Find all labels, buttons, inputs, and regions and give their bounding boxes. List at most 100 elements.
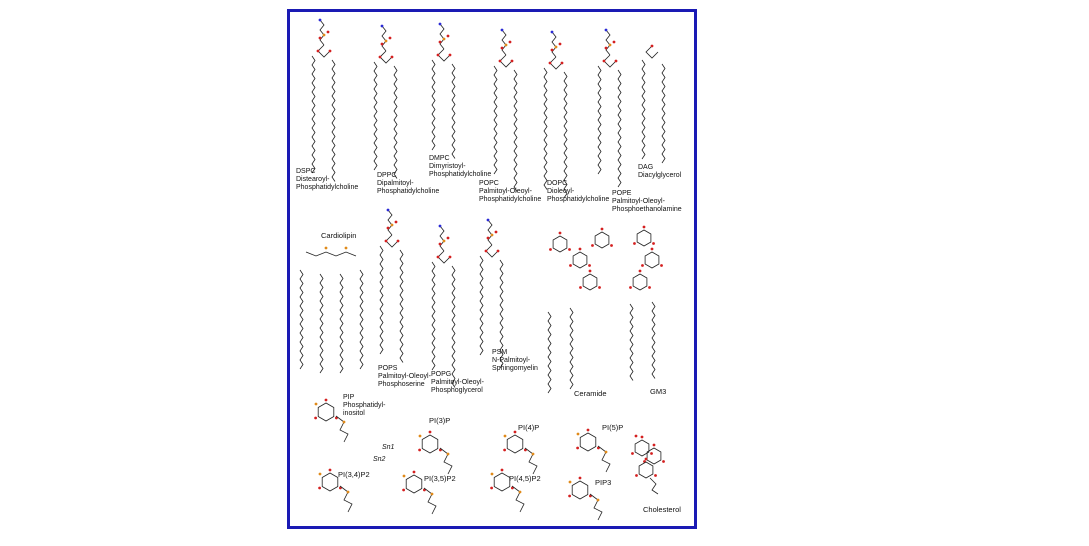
oxygen-atom xyxy=(549,248,552,251)
dmpc-chain-2 xyxy=(451,63,456,159)
headgroup-bonds xyxy=(381,25,387,52)
sterol-ring-c xyxy=(638,461,654,479)
dspc-chain-2 xyxy=(331,59,336,182)
oxygen-atom xyxy=(569,264,572,267)
oxygen-atom xyxy=(486,236,490,240)
nitrogen-atom xyxy=(550,30,554,34)
phosphorus-atom xyxy=(596,498,600,502)
phosphorus-atom xyxy=(346,490,350,494)
sugar-ring xyxy=(632,273,648,291)
oxygen-atom xyxy=(316,49,320,53)
label-pi34p2: PI(3,4)P2 xyxy=(338,470,370,479)
structure-drawings xyxy=(299,18,666,521)
label-pip3: PIP3 xyxy=(595,478,612,487)
pi-glycerol-link xyxy=(339,485,353,513)
label-pi4p: PI(4)P xyxy=(518,423,540,432)
oxygen-atom xyxy=(602,59,606,63)
phosphorus-atom xyxy=(490,472,494,476)
phosphorus-atom xyxy=(531,452,535,456)
oxygen-atom xyxy=(568,494,572,498)
popg-chain-1 xyxy=(431,261,436,371)
dag-glycerol xyxy=(645,45,659,59)
oxygen-atom xyxy=(394,220,398,224)
oxygen-atom xyxy=(638,269,642,273)
oxygen-atom xyxy=(326,30,330,34)
oxygen-atom xyxy=(428,430,432,434)
oxygen-atom xyxy=(648,286,651,289)
psm-chain-2 xyxy=(499,259,504,369)
oxygen-atom xyxy=(436,53,440,57)
oxygen-atom xyxy=(446,34,450,38)
sterol-ring-b xyxy=(646,447,662,465)
pope-chain-1 xyxy=(597,65,602,175)
oxygen-atom xyxy=(386,226,390,230)
oxygen-atom xyxy=(380,42,384,46)
oxygen-atom xyxy=(438,40,442,44)
pops-chain-2 xyxy=(399,249,404,363)
headgroup-bonds xyxy=(487,219,493,246)
oxygen-atom xyxy=(446,236,450,240)
oxygen-atom xyxy=(640,435,644,439)
dppc-chain-1 xyxy=(373,61,378,171)
cardiolipin-chain-2 xyxy=(319,273,324,374)
oxygen-atom xyxy=(579,286,582,289)
dppc-chain-2 xyxy=(393,65,398,179)
phosphorus-atom xyxy=(344,246,348,250)
label-sn2: Sn2 xyxy=(373,456,386,463)
label-pi5p: PI(5)P xyxy=(602,423,624,432)
headgroup-bonds xyxy=(501,29,507,56)
oxygen-atom xyxy=(650,247,654,251)
oxygen-atom xyxy=(490,486,494,490)
ceramide-chain-1 xyxy=(547,311,552,394)
oxygen-atom xyxy=(654,474,657,477)
oxygen-atom xyxy=(448,255,452,259)
nitrogen-atom xyxy=(438,224,442,228)
label-gm3: GM3 xyxy=(650,387,667,396)
oxygen-atom xyxy=(635,474,638,477)
oxygen-atom xyxy=(650,44,654,48)
oxygen-atom xyxy=(631,452,634,455)
cardiolipin-backbone xyxy=(305,251,357,257)
oxygen-atom xyxy=(318,486,322,490)
oxygen-atom xyxy=(586,428,590,432)
nitrogen-atom xyxy=(604,28,608,32)
oxygen-atom xyxy=(650,452,653,455)
cardiolipin-chain-3 xyxy=(339,273,344,374)
oxygen-atom xyxy=(612,40,616,44)
phosphorus-atom xyxy=(568,480,572,484)
oxygen-atom xyxy=(390,55,394,59)
dspc-chain-1 xyxy=(311,55,316,174)
nitrogen-atom xyxy=(380,24,384,28)
oxygen-atom xyxy=(324,398,328,402)
oxygen-atom xyxy=(610,244,613,247)
phosphorus-atom xyxy=(430,492,434,496)
phosphorus-atom xyxy=(490,233,494,237)
pops-chain-1 xyxy=(379,245,384,355)
headgroup-bonds xyxy=(439,23,445,50)
label-ceramide: Ceramide xyxy=(574,389,607,398)
inositol-ring xyxy=(571,480,589,500)
oxygen-atom xyxy=(578,476,582,480)
pi-glycerol-link xyxy=(439,447,453,475)
pi-glycerol-link xyxy=(511,485,525,513)
phosphorus-atom xyxy=(442,239,446,243)
inositol-ring xyxy=(579,432,597,452)
oxygen-atom xyxy=(418,448,422,452)
oxygen-atom xyxy=(568,248,571,251)
oxygen-atom xyxy=(614,59,618,63)
cardiolipin-chain-4 xyxy=(359,269,364,370)
oxygen-atom xyxy=(600,227,604,231)
nitrogen-atom xyxy=(500,28,504,32)
phosphorus-atom xyxy=(446,452,450,456)
phosphorus-atom xyxy=(418,434,422,438)
popg-chain-2 xyxy=(451,265,456,388)
phosphorus-atom xyxy=(608,43,612,47)
psm-chain-1 xyxy=(479,255,484,356)
oxygen-atom xyxy=(652,443,656,447)
dmpc-chain-1 xyxy=(431,59,436,151)
sugar-ring xyxy=(582,273,598,291)
